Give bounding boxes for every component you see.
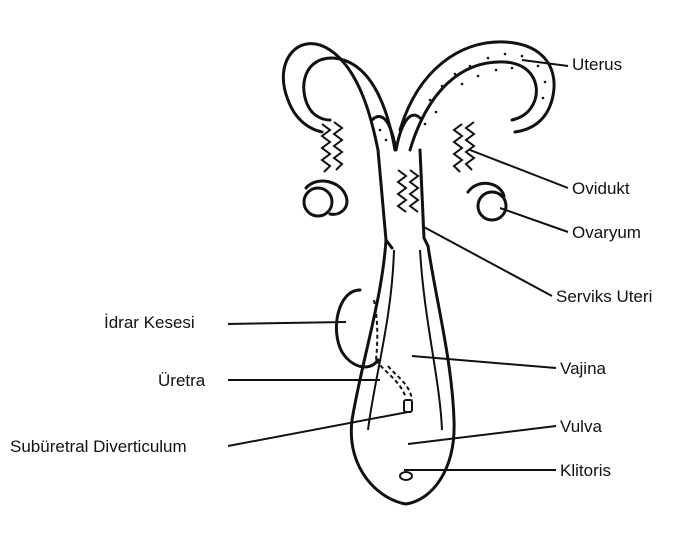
label-uterus: Uterus (572, 55, 622, 74)
label-vulva: Vulva (560, 417, 602, 436)
label-uretra: Üretra (158, 371, 206, 390)
label-vajina: Vajina (560, 359, 607, 378)
label-idrar-kesesi: İdrar Kesesi (104, 313, 195, 332)
label-ovaryum: Ovaryum (572, 223, 641, 242)
label-serviks-uteri: Serviks Uteri (556, 287, 652, 306)
label-ovidukt: Ovidukt (572, 179, 630, 198)
label-klitoris: Klitoris (560, 461, 611, 480)
label-suburetral-diverticulum: Subüretral Diverticulum (10, 437, 187, 456)
